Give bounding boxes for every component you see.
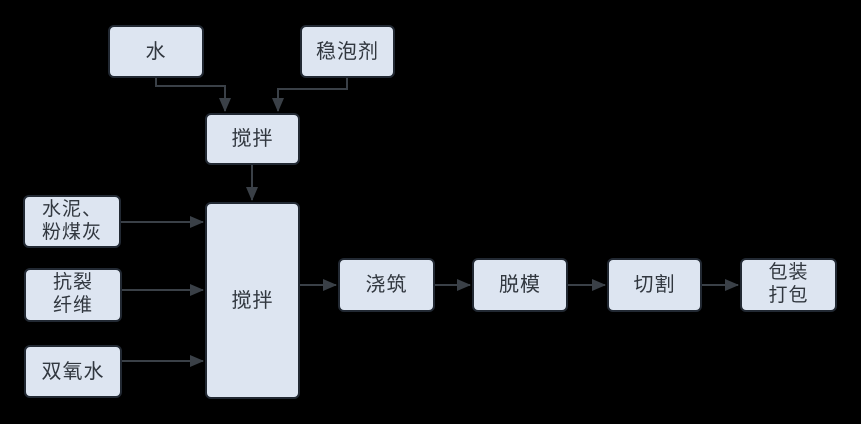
node-water: 水 [108,25,204,78]
node-pouring: 浇筑 [338,258,435,312]
node-cement-flyash: 水泥、 粉煤灰 [23,195,121,248]
node-cutting: 切割 [607,258,702,312]
node-premix-label: 搅拌 [231,128,274,150]
node-foam-stabilizer-label: 稳泡剂 [316,40,379,63]
node-premix: 搅拌 [205,113,300,165]
node-foam-stabilizer: 稳泡剂 [300,25,395,78]
node-anticrack-fiber: 抗裂 纤维 [24,268,122,322]
node-pouring-label: 浇筑 [365,274,408,296]
node-cement-flyash-label: 水泥、 粉煤灰 [41,198,102,243]
node-water-label: 水 [145,40,167,63]
node-hydrogen-peroxide-label: 双氧水 [41,360,105,383]
node-packaging: 包装 打包 [740,258,837,312]
node-cutting-label: 切割 [633,274,676,296]
arrow-water-to-premix [155,78,231,112]
node-main-mix-label: 搅拌 [231,289,274,312]
node-demolding-label: 脱模 [499,274,541,296]
arrow-foam-stabilizer-to-premix [272,78,348,112]
node-anticrack-fiber-label: 抗裂 纤维 [52,272,93,316]
node-packaging-label: 包装 打包 [768,262,809,306]
node-main-mix: 搅拌 [205,202,300,399]
node-hydrogen-peroxide: 双氧水 [24,345,122,398]
node-demolding: 脱模 [472,258,568,312]
